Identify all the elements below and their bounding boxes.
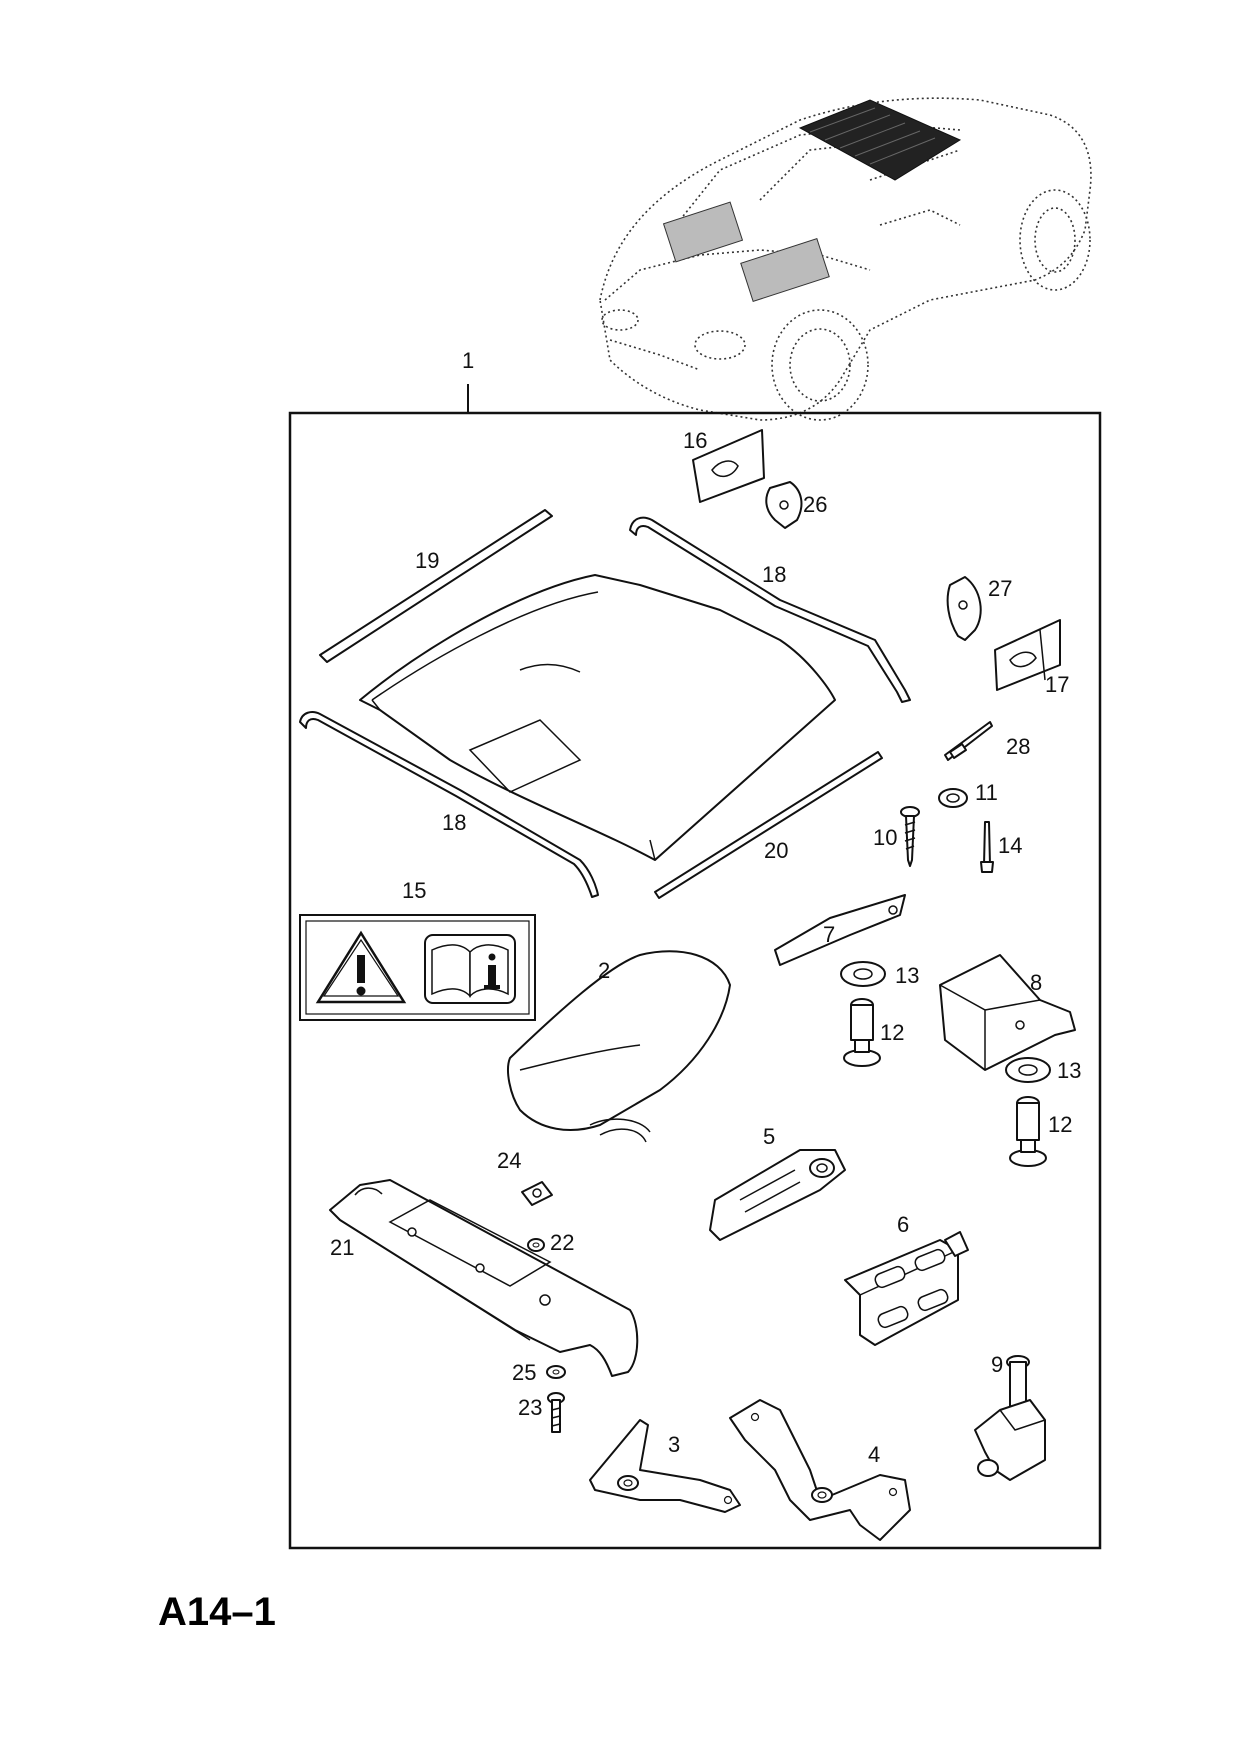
callout-3: 3 [668,1432,680,1457]
vehicle-illustration [599,97,1092,421]
part-9 [974,1355,1046,1481]
callout-6: 6 [897,1212,909,1237]
callout-4: 4 [868,1442,880,1467]
callout-12-upper: 12 [880,1020,904,1045]
part-27 [946,576,982,641]
part-2-cover [507,950,731,1143]
info-book-icon [424,934,516,1004]
part-12-lower [1009,1096,1047,1167]
callout-7: 7 [823,922,835,947]
part-8 [939,954,1076,1071]
callout-13-upper: 13 [895,963,919,988]
part-14 [980,821,994,873]
callout-labels: 16 26 19 18 27 17 28 11 10 14 18 20 15 7… [330,428,1081,1467]
callout-25: 25 [512,1360,536,1385]
part-13-lower [1005,1057,1051,1083]
part-18-lower [299,711,599,898]
part-28 [944,721,993,761]
callout-5: 5 [763,1124,775,1149]
callout-13-lower: 13 [1057,1058,1081,1083]
part-5 [709,1149,846,1241]
callout-2: 2 [598,958,610,983]
part-11 [938,788,968,808]
callout-24: 24 [497,1148,521,1173]
part-15-label [299,914,536,1021]
part-17 [994,619,1061,691]
part-7 [774,894,906,966]
callout-17: 17 [1045,672,1069,697]
part-3 [589,1419,741,1513]
assembly-frame [288,411,1102,1550]
callout-15: 15 [402,878,426,903]
part-21-tray [329,1179,639,1377]
callout-27: 27 [988,576,1012,601]
part-16 [692,429,765,503]
callout-19: 19 [415,548,439,573]
callout-21: 21 [330,1235,354,1260]
part-19 [319,509,553,663]
part-4 [729,1399,911,1541]
callout-1: 1 [462,348,474,373]
callout-20: 20 [764,838,788,863]
part-13-upper [840,961,886,987]
callout-18-upper: 18 [762,562,786,587]
callout-28: 28 [1006,734,1030,759]
callout-9: 9 [991,1352,1003,1377]
hardtop-panel [359,574,836,861]
part-10 [900,806,920,867]
callout-10: 10 [873,825,897,850]
page-reference: A14–1 [158,1590,276,1634]
callout-14: 14 [998,833,1022,858]
callout-18-lower: 18 [442,810,466,835]
part-6 [844,1231,969,1346]
callout-26: 26 [803,492,827,517]
part-18-upper [629,516,911,703]
callout-16: 16 [683,428,707,453]
callout-11: 11 [975,780,998,805]
part-23 [547,1392,565,1433]
part-24 [521,1181,553,1206]
part-12-upper [843,998,881,1067]
callout-23: 23 [518,1395,542,1420]
part-26 [765,481,803,529]
part-25 [546,1365,566,1379]
callout-22: 22 [550,1230,574,1255]
callout-8: 8 [1030,970,1042,995]
part-22 [527,1238,545,1252]
part-20 [654,751,883,899]
callout-12-lower: 12 [1048,1112,1072,1137]
